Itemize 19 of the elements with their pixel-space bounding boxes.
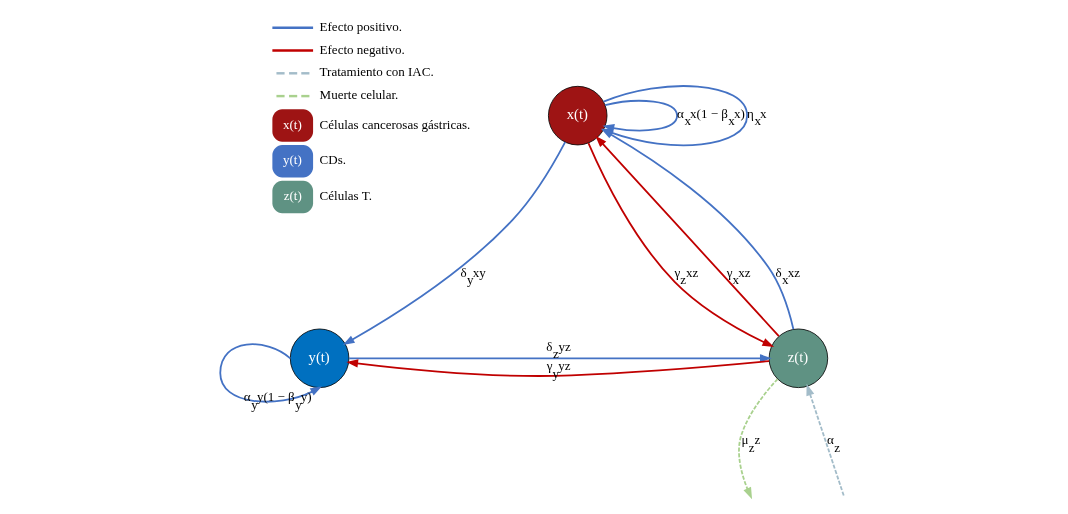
arrow bbox=[738, 378, 779, 500]
legend-label: CDs. bbox=[319, 152, 347, 168]
legend-label: Efecto negativo. bbox=[319, 41, 405, 57]
legend-label: Tratamiento con IAC. bbox=[319, 64, 434, 80]
label: x(t) bbox=[282, 116, 302, 132]
arrow bbox=[602, 99, 678, 133]
label: z(t) bbox=[283, 188, 302, 204]
arrow bbox=[346, 359, 770, 377]
legend-label: Muerte celular. bbox=[319, 87, 399, 103]
node-circle: y(t) bbox=[289, 328, 350, 388]
arrow bbox=[342, 141, 567, 346]
arrow bbox=[806, 383, 845, 498]
arrow bbox=[219, 343, 322, 403]
label: y(t) bbox=[282, 152, 302, 168]
node-circle: z(t) bbox=[768, 328, 829, 388]
legend-label: Células T. bbox=[319, 188, 372, 204]
legend-label: Efecto positivo. bbox=[319, 18, 403, 34]
legend-label: Células cancerosas gástricas. bbox=[319, 116, 471, 132]
arrow bbox=[348, 354, 772, 363]
